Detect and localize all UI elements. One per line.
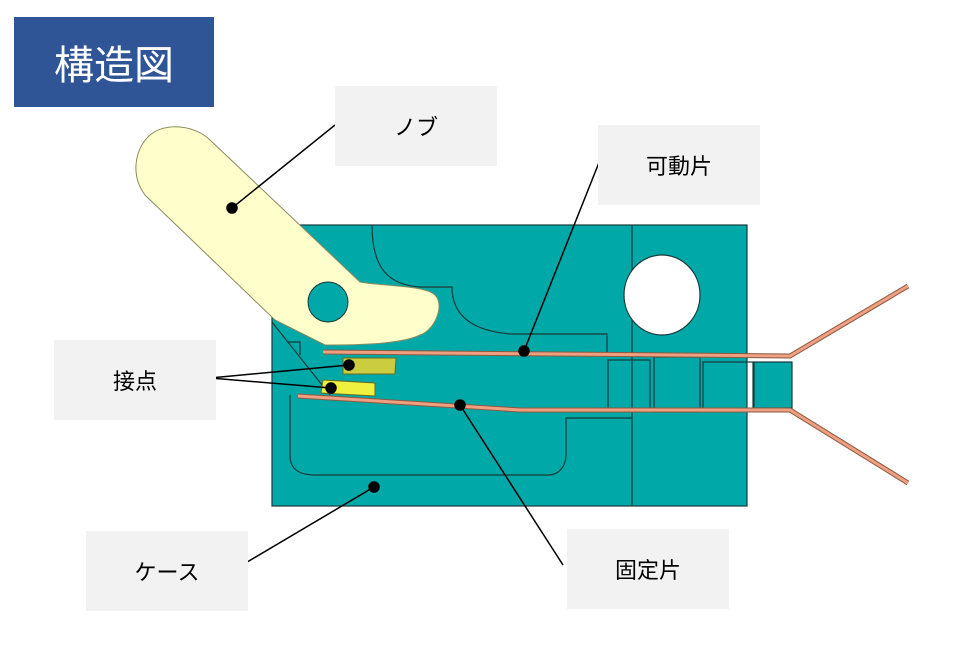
movable-piece — [322, 283, 910, 359]
label-movable-piece: 可動片 — [598, 125, 760, 205]
label-contact: 接点 — [54, 340, 216, 420]
page-title: 構造図 — [14, 17, 214, 107]
label-case: ケース — [86, 531, 248, 611]
mounting-hole — [623, 254, 701, 336]
leader-lines — [209, 124, 601, 569]
upper-contact — [342, 357, 397, 375]
label-knob: ノブ — [335, 86, 497, 166]
knob — [135, 126, 440, 346]
label-fixed-piece: 固定片 — [567, 529, 729, 609]
fixed-piece — [297, 393, 910, 486]
